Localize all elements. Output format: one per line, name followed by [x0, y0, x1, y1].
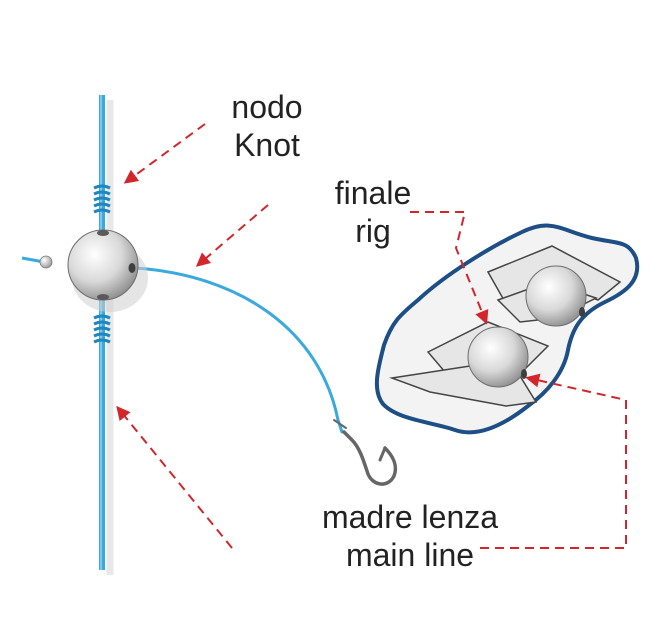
holder-bead-upper — [525, 265, 587, 327]
rig-label-line2: rig — [355, 213, 391, 249]
bead-bottom-hole — [97, 294, 109, 300]
knot-label: nodo Knot — [212, 88, 322, 164]
knot-label-line2: Knot — [234, 127, 300, 163]
holder-bead-lower — [467, 326, 529, 388]
fishing-hook-icon — [333, 418, 398, 486]
bead-icon — [67, 229, 139, 301]
holder-bead-upper-hole — [579, 307, 585, 317]
main-line-label: madre lenza main line — [290, 498, 530, 574]
arrow-icon-main-line — [116, 405, 233, 549]
rig-line — [134, 266, 340, 421]
rig-label: finale rig — [318, 174, 428, 250]
upper-knot — [93, 184, 111, 214]
arrow-icon-knot — [123, 123, 206, 184]
knot-label-line1: nodo — [231, 89, 303, 125]
arrow-icon-rig-line — [195, 204, 269, 267]
main-line-label-line2: main line — [345, 537, 475, 573]
bead-holder-tray-icon — [374, 223, 640, 435]
holder-bead-lower-hole — [521, 369, 527, 379]
callout-arrows — [116, 123, 627, 549]
lower-knot — [93, 314, 111, 344]
bead-side-hole — [128, 263, 136, 273]
bead-top-hole — [97, 230, 109, 236]
rig-label-line1: finale — [334, 175, 412, 211]
main-line-label-line1: madre lenza — [321, 499, 499, 535]
small-bead-icon — [39, 255, 53, 269]
